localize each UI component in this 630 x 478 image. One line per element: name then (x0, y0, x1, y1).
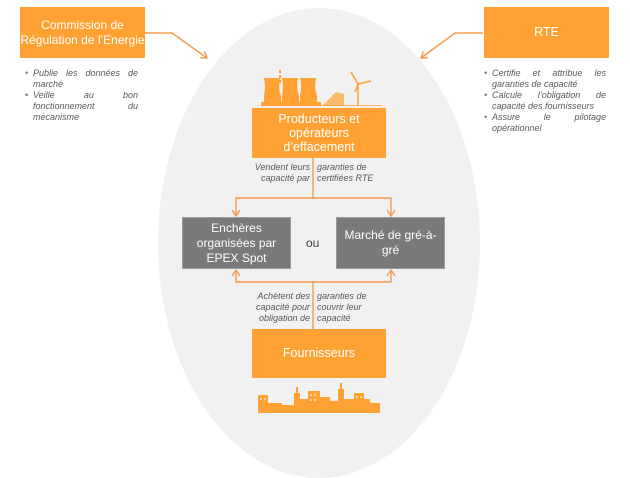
otc-market-box: Marché de gré-à-gré (337, 218, 444, 268)
sell-flow-text-left: Vendent leurs capacité par (254, 162, 310, 183)
suppliers-box: Fournisseurs (252, 329, 386, 378)
rte-bullet: Certifie et attribue les garanties de ca… (484, 68, 606, 90)
rte-arrow (421, 32, 483, 58)
otc-market-label: Marché de gré-à-gré (344, 228, 437, 257)
producers-box: Producteurs et opérateurs d’effacement (252, 108, 386, 158)
rte-bullet-list: Certifie et attribue les garanties de ca… (484, 68, 606, 134)
rte-box: RTE (484, 7, 609, 58)
rte-title: RTE (534, 25, 559, 39)
buy-flow-text-left: Achètent des capacité pour obligation de (255, 291, 310, 323)
buy-flow-text-right: garanties de couvrir leur capacité (317, 291, 367, 323)
auction-market-label: Enchères organisées par EPEX Spot (196, 220, 277, 265)
city-skyline-icon (258, 383, 380, 413)
cre-bullet: Publie les données de marché (25, 68, 138, 90)
cre-arrow (145, 32, 207, 58)
producers-label: Producteurs et opérateurs d’effacement (278, 112, 360, 154)
or-label: ou (306, 236, 320, 250)
suppliers-label: Fournisseurs (282, 346, 356, 360)
cre-bullet-list: Publie les données de marché Veille au b… (25, 68, 138, 123)
auction-market-box: Enchères organisées par EPEX Spot (183, 218, 290, 268)
cre-bullet: Veille au bon fonctionnement du mécanism… (25, 90, 138, 123)
rte-bullet: Calcule l’obligation de capacité des fou… (484, 90, 606, 112)
power-plant-solar-wind-icon (261, 70, 382, 106)
sell-flow-text-right: garanties de certifiées RTE (317, 162, 374, 183)
cre-box: Commission de Régulation de l’Energie (20, 7, 145, 58)
rte-bullet: Assure le pilotage opérationnel (484, 112, 606, 134)
cre-title: Commission de Régulation de l’Energie (20, 17, 145, 47)
